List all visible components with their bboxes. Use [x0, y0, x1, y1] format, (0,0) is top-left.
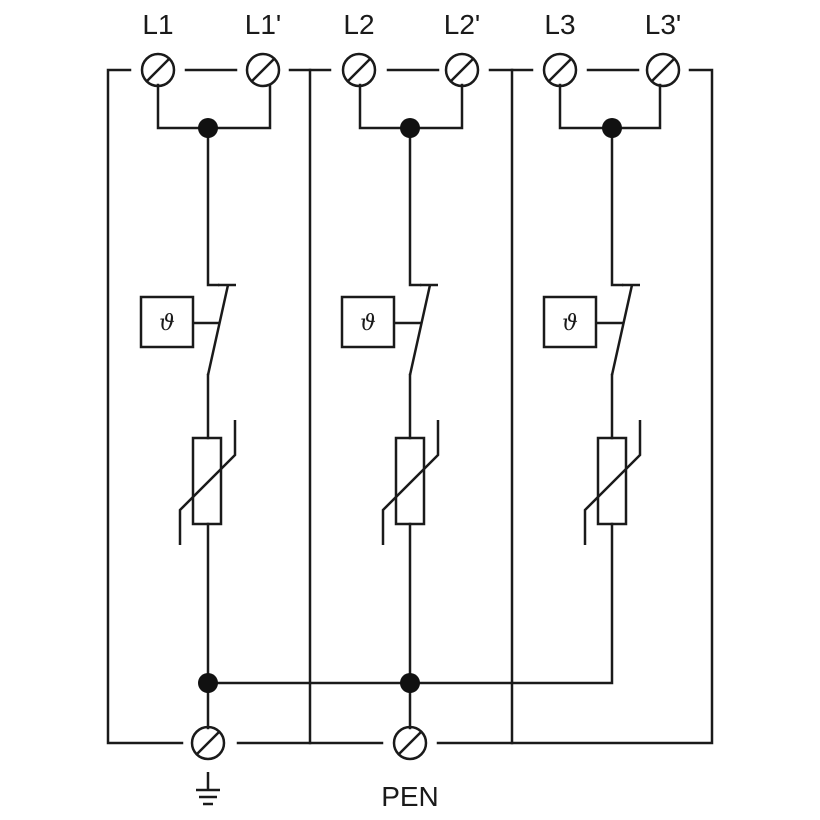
thermal-release-box: [340, 295, 396, 349]
terminal-screw-icon: [542, 52, 578, 88]
varistor-icon: [596, 436, 628, 526]
label-l3: L3: [544, 9, 575, 40]
label-l3-prime: L3': [645, 9, 682, 40]
terminal-screw-icon: [245, 52, 281, 88]
thermal-release-box: [139, 295, 195, 349]
thermal-symbol: ϑ: [159, 311, 175, 336]
module-l2: [340, 83, 464, 685]
junction-dot-icon: [602, 118, 622, 138]
junction-dot-icon: [400, 118, 420, 138]
module-l3: [408, 83, 662, 685]
label-l2-prime: L2': [444, 9, 481, 40]
terminal-screw-icon: [140, 52, 176, 88]
bottom-terminals: [190, 725, 428, 761]
junction-dot-icon: [198, 118, 218, 138]
thermal-symbol: ϑ: [360, 311, 376, 336]
thermal-release-box: [542, 295, 598, 349]
varistor-icon: [191, 436, 223, 526]
terminal-screw-icon: [190, 725, 226, 761]
terminal-screw-icon: [645, 52, 681, 88]
terminal-screw-icon: [341, 52, 377, 88]
junction-dots: [198, 118, 622, 693]
junction-dot-icon: [400, 673, 420, 693]
label-l1-prime: L1': [245, 9, 282, 40]
thermal-symbol: ϑ: [562, 311, 578, 336]
terminal-screw-icon: [392, 725, 428, 761]
top-terminals: [140, 52, 681, 88]
ground-icon: [196, 772, 220, 806]
terminal-screw-icon: [444, 52, 480, 88]
varistor-icon: [394, 436, 426, 526]
label-l2: L2: [343, 9, 374, 40]
module-l1: [139, 83, 272, 685]
label-pen: PEN: [381, 781, 439, 812]
label-l1: L1: [142, 9, 173, 40]
enclosure-frame: [106, 68, 714, 745]
junction-dot-icon: [198, 673, 218, 693]
